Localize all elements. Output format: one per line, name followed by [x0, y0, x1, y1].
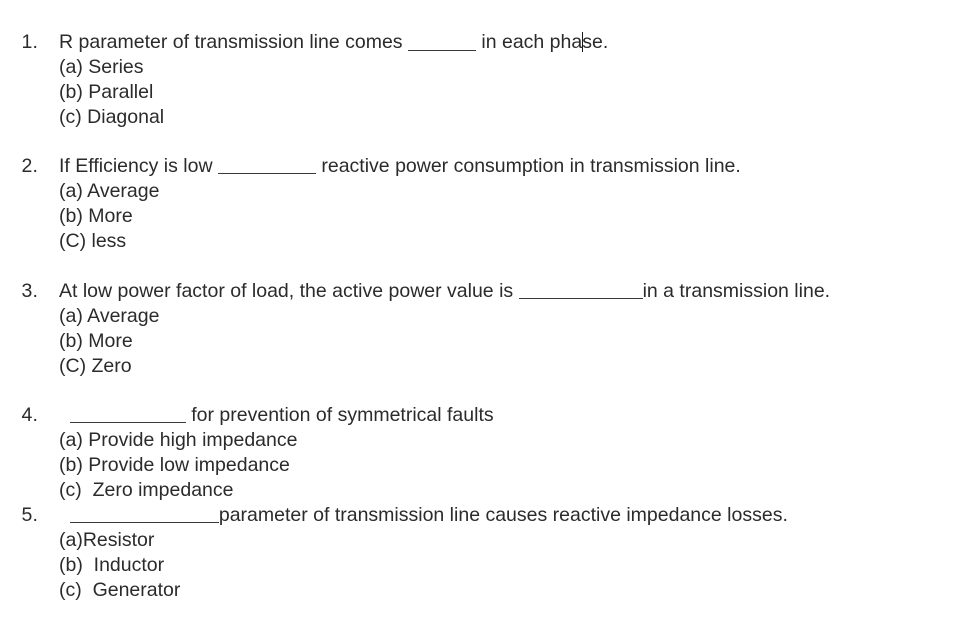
question-stem-3: 3. At low power factor of load, the acti…: [0, 277, 967, 304]
option-3-b[interactable]: (b) More: [59, 329, 133, 352]
question-block-2: 2. If Efficiency is low reactive power c…: [0, 152, 967, 254]
question-text-3: At low power factor of load, the active …: [59, 277, 830, 304]
option-4-a[interactable]: (a) Provide high impedance: [59, 428, 298, 451]
stem-text-after-blank-5: parameter of transmission line causes re…: [218, 503, 788, 526]
stem-text-before-blank-3: At low power factor of load, the active …: [59, 279, 519, 302]
stem-text-before-blank-4: [59, 403, 70, 428]
option-4-c[interactable]: (c) Zero impedance: [59, 478, 234, 501]
question-block-3: 3. At low power factor of load, the acti…: [0, 277, 967, 379]
question-block-5: 5. parameter of transmission line causes…: [0, 501, 967, 603]
option-1-b[interactable]: (b) Parallel: [59, 81, 154, 104]
stem-text-before-blank-5: [59, 503, 70, 528]
option-5-c[interactable]: (c) Generator: [59, 578, 181, 601]
option-list-3: (a) Average (b) More (C) Zero: [59, 304, 967, 379]
question-stem-5: 5. parameter of transmission line causes…: [0, 501, 967, 528]
option-3-a[interactable]: (a) Average: [59, 304, 160, 327]
question-number-1: 1.: [21, 31, 38, 54]
option-list-1: (a) Series (b) Parallel (c) Diagonal: [59, 55, 967, 130]
option-5-a[interactable]: (a)Resistor: [59, 528, 155, 551]
option-2-a[interactable]: (a) Average: [59, 179, 160, 202]
stem-text-tail-1: se.: [582, 31, 609, 54]
stem-text-after-blank-4: for prevention of symmetrical faults: [185, 403, 494, 426]
stem-text-before-blank-1: R parameter of transmission line comes: [59, 31, 408, 54]
fill-in-blank-4[interactable]: [69, 403, 186, 423]
question-number-3: 3.: [21, 279, 38, 302]
question-stem-2: 2. If Efficiency is low reactive power c…: [0, 152, 967, 179]
stem-text-after-blank-2: reactive power consumption in transmissi…: [315, 154, 741, 177]
question-text-4: for prevention of symmetrical faults: [59, 401, 494, 428]
option-list-2: (a) Average (b) More (C) less: [59, 179, 967, 254]
stem-text-after-blank-3: in a transmission line.: [642, 279, 831, 302]
option-4-b[interactable]: (b) Provide low impedance: [59, 453, 290, 476]
question-number-2: 2.: [21, 154, 38, 177]
question-block-4: 4. for prevention of symmetrical faults …: [0, 401, 967, 503]
question-text-5: parameter of transmission line causes re…: [59, 501, 788, 528]
option-list-4: (a) Provide high impedance (b) Provide l…: [59, 428, 967, 503]
option-list-5: (a)Resistor (b) Inductor (c) Generator: [59, 528, 967, 603]
question-stem-1: 1. R parameter of transmission line come…: [0, 28, 967, 55]
question-block-1: 1. R parameter of transmission line come…: [0, 28, 967, 130]
stem-text-after-blank-1: in each pha: [475, 31, 583, 54]
stem-text-before-blank-2: If Efficiency is low: [59, 154, 218, 177]
fill-in-blank-1[interactable]: [407, 31, 476, 51]
question-number-5: 5.: [21, 503, 38, 526]
question-number-4: 4.: [21, 403, 38, 426]
fill-in-blank-2[interactable]: [217, 154, 316, 174]
question-text-1: R parameter of transmission line comes i…: [59, 28, 608, 55]
option-2-b[interactable]: (b) More: [59, 204, 133, 227]
text-cursor-caret: [581, 31, 583, 52]
question-text-2: If Efficiency is low reactive power cons…: [59, 152, 741, 179]
option-2-c[interactable]: (C) less: [59, 229, 127, 252]
question-stem-4: 4. for prevention of symmetrical faults: [0, 401, 967, 428]
option-5-b[interactable]: (b) Inductor: [59, 553, 165, 576]
fill-in-blank-3[interactable]: [518, 279, 643, 299]
option-3-c[interactable]: (C) Zero: [59, 354, 132, 377]
option-1-a[interactable]: (a) Series: [59, 56, 144, 79]
option-1-c[interactable]: (c) Diagonal: [59, 106, 165, 129]
fill-in-blank-5[interactable]: [69, 503, 219, 523]
